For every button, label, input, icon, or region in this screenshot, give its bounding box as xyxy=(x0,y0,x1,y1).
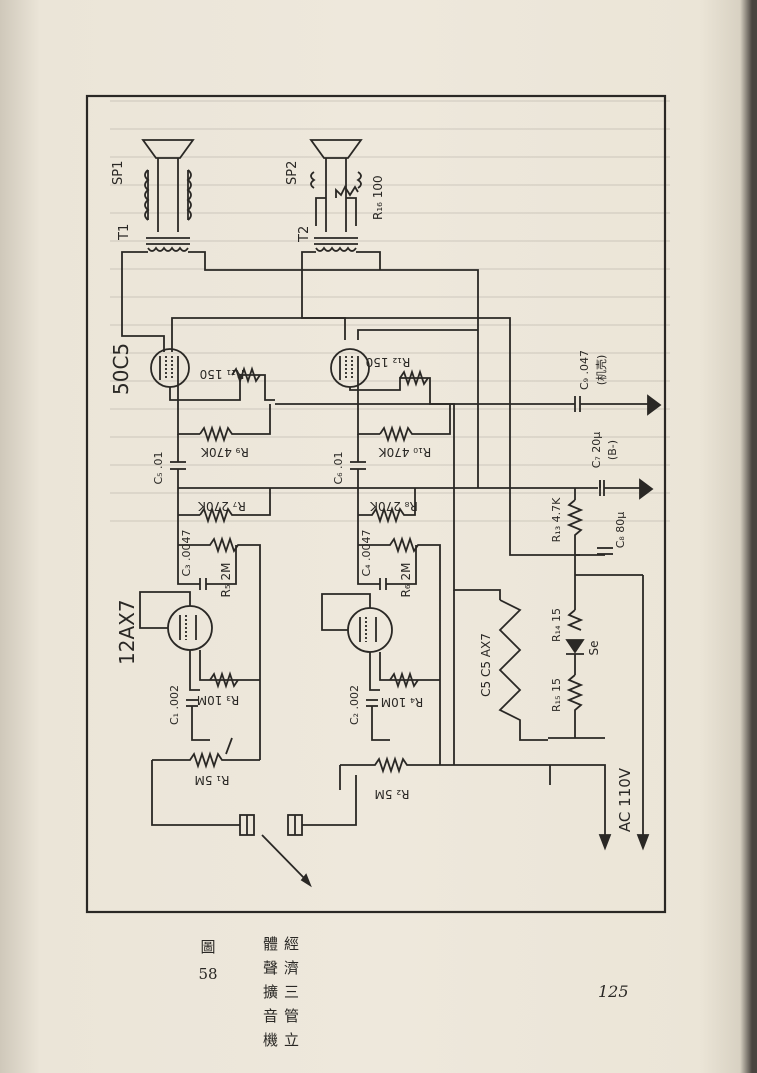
schematic-frame xyxy=(85,94,667,914)
r8-label: R₈ 270K xyxy=(369,499,418,513)
c5-label: C₅ .01 xyxy=(152,451,165,484)
bleed-through-text xyxy=(110,100,670,900)
figure-caption-title: 經濟三管立體聲擴音機 xyxy=(261,936,300,1056)
r14-label: R₁₄ 15 xyxy=(550,608,563,642)
wiring xyxy=(121,139,662,888)
r11-label: R₁₁ 150 xyxy=(200,367,245,381)
b-minus-note: (B-) xyxy=(606,440,619,460)
mains-label: AC 110V xyxy=(616,767,634,832)
figure-number: 58 xyxy=(198,965,218,983)
r3-label: R₃ 10M xyxy=(197,693,240,707)
rectifier-label: Se xyxy=(587,641,601,656)
r4-label: R₄ 10M xyxy=(381,695,424,709)
r7-label: R₇ 270K xyxy=(197,499,246,513)
t2-label: T2 xyxy=(297,226,312,243)
c6-label: C₆ .01 xyxy=(332,451,345,484)
sp2-label: SP2 xyxy=(285,161,300,185)
c2-label: C₂ .002 xyxy=(348,685,361,725)
figure-caption-number: 圖 58 xyxy=(196,936,220,1008)
r13-label: R₁₃ 4.7K xyxy=(550,497,563,542)
chassis-note: (机壳) xyxy=(594,355,608,386)
page-number: 125 xyxy=(598,982,629,1001)
figure-prefix: 圖 xyxy=(200,938,216,956)
heater-chain-label: C5 C5 AX7 xyxy=(479,633,493,697)
r12-label: R₁₂ 150 xyxy=(366,355,411,369)
c7-label: C₇ 20μ xyxy=(590,432,603,469)
r5-label: R₅ 2M xyxy=(219,563,233,598)
r2-label: R₂ 5M xyxy=(375,787,410,801)
t1-label: T1 xyxy=(117,224,132,241)
r15-label: R₁₅ 15 xyxy=(550,678,563,712)
tube-12ax7-label: 12AX7 xyxy=(115,599,139,665)
sp1-label: SP1 xyxy=(111,161,126,185)
c4-label: C₄ .0047 xyxy=(360,529,373,576)
r10-label: R₁₀ 470K xyxy=(378,445,432,459)
tube-50c5-label: 50C5 xyxy=(109,343,133,395)
r6-label: R₆ 2M xyxy=(399,563,413,598)
r1-label: R₁ 5M xyxy=(195,773,230,787)
c8-label: C₈ 80μ xyxy=(614,512,627,549)
r9-label: R₉ 470K xyxy=(200,445,249,459)
r16-label: R₁₆ 100 xyxy=(371,175,385,220)
component-labels: SP1 SP2 T1 T2 R₁₆ 100 50C5 12AX7 R₁₁ 150… xyxy=(109,161,634,832)
c3-label: C₃ .0047 xyxy=(180,529,193,576)
c1-label: C₁ .002 xyxy=(168,685,181,725)
c9-label: C₉ .047 xyxy=(578,350,591,390)
